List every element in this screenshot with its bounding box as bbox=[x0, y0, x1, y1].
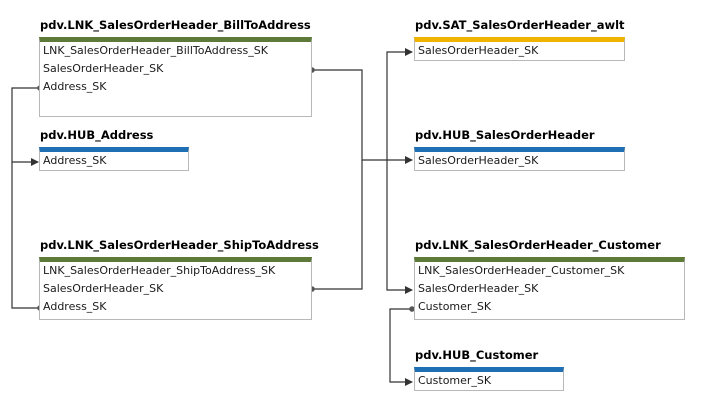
connector-billto-address-to-hub-address bbox=[11, 87, 40, 166]
column-row[interactable]: Customer_SK bbox=[418, 374, 492, 387]
connector-endpoint-dot bbox=[409, 306, 415, 312]
column-row[interactable]: LNK_SalesOrderHeader_ShipToAddress_SK bbox=[43, 264, 276, 277]
column-row[interactable]: SalesOrderHeader_SK bbox=[418, 282, 539, 295]
connector-customer-to-hub-customer bbox=[389, 308, 413, 386]
table-title: pdv.HUB_Address bbox=[40, 128, 154, 142]
connector-customer-soh-to-hub-soh bbox=[386, 160, 413, 294]
table-columns-box: LNK_SalesOrderHeader_BillToAddress_SK Sa… bbox=[39, 37, 312, 117]
table-title: pdv.LNK_SalesOrderHeader_Customer bbox=[415, 238, 661, 252]
column-row[interactable]: Address_SK bbox=[43, 300, 107, 313]
column-row[interactable]: LNK_SalesOrderHeader_BillToAddress_SK bbox=[43, 44, 268, 57]
column-row[interactable]: SalesOrderHeader_SK bbox=[418, 44, 539, 57]
column-row[interactable]: SalesOrderHeader_SK bbox=[43, 282, 164, 295]
column-row[interactable]: Address_SK bbox=[43, 80, 107, 93]
table-columns-box: LNK_SalesOrderHeader_ShipToAddress_SK Sa… bbox=[39, 257, 312, 320]
column-row[interactable]: Customer_SK bbox=[418, 300, 492, 313]
connector-shipto-soh-to-hub-soh bbox=[312, 160, 363, 290]
table-columns-box: SalesOrderHeader_SK bbox=[414, 147, 625, 171]
column-row[interactable]: Address_SK bbox=[43, 154, 107, 167]
table-columns-box: Address_SK bbox=[39, 147, 189, 171]
connector-sat-soh-to-hub-soh bbox=[386, 48, 413, 160]
table-columns-box: SalesOrderHeader_SK bbox=[414, 37, 625, 61]
connector-shipto-address-to-hub-address bbox=[11, 162, 40, 309]
column-row[interactable]: LNK_SalesOrderHeader_Customer_SK bbox=[418, 264, 625, 277]
table-columns-box: Customer_SK bbox=[414, 367, 564, 391]
table-title: pdv.LNK_SalesOrderHeader_ShipToAddress bbox=[40, 238, 319, 252]
connector-billto-soh-to-hub-soh bbox=[312, 69, 413, 164]
column-row[interactable]: SalesOrderHeader_SK bbox=[43, 62, 164, 75]
table-columns-box: LNK_SalesOrderHeader_Customer_SK SalesOr… bbox=[414, 257, 685, 320]
table-title: pdv.SAT_SalesOrderHeader_awlt bbox=[415, 18, 625, 32]
table-title: pdv.HUB_SalesOrderHeader bbox=[415, 128, 595, 142]
column-row[interactable]: SalesOrderHeader_SK bbox=[418, 154, 539, 167]
table-title: pdv.LNK_SalesOrderHeader_BillToAddress bbox=[40, 18, 311, 32]
table-title: pdv.HUB_Customer bbox=[415, 348, 539, 362]
